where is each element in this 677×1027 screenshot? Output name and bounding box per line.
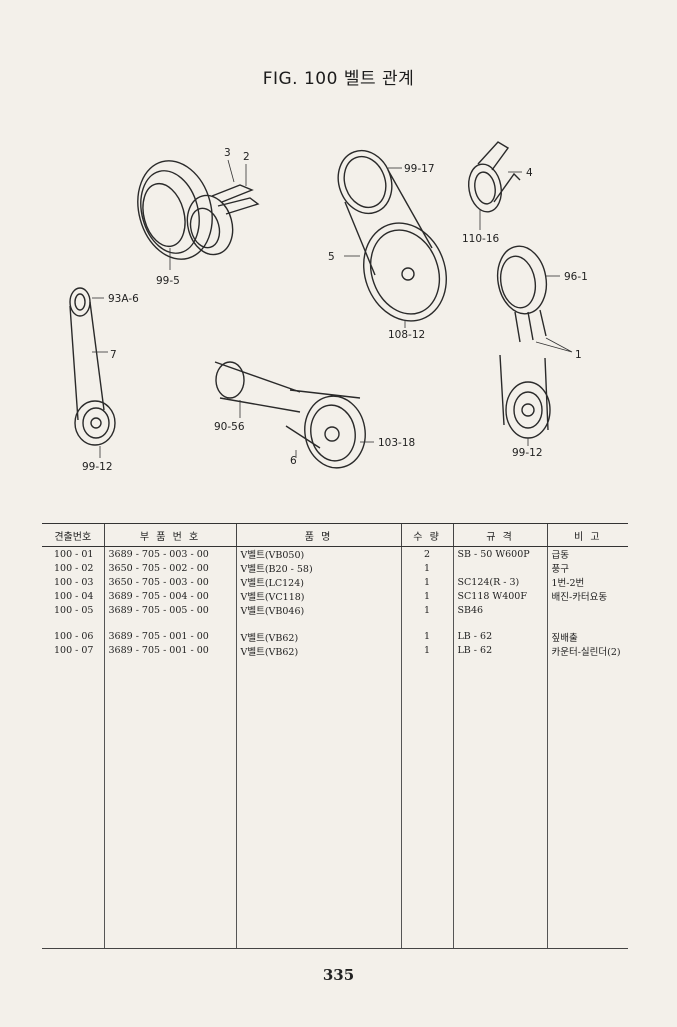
callout-label: 99-12: [82, 461, 113, 473]
cell-quantity: 2: [400, 546, 453, 561]
cell-remarks: 1번-2번: [546, 575, 628, 589]
callout-label: 99-5: [156, 275, 180, 287]
cell-name: V벨트(VB050): [235, 546, 401, 561]
cell-spec: LB - 62: [452, 629, 547, 644]
callout-label: 93A-6: [108, 293, 139, 305]
cell-remarks: 배진-카터요동: [546, 589, 628, 603]
table-spacer-row: [42, 617, 628, 630]
column-header-quantity: 수 량: [400, 523, 453, 547]
cell-spec: SC118 W400F: [452, 589, 547, 603]
parts-table: 견출번호 부 품 번 호 품 명 수 량 규 격 비 고 100 - 01 36…: [42, 523, 628, 949]
pulley-99-5-drawing: [137, 160, 260, 260]
cell-quantity: 1: [400, 603, 453, 617]
cell-name: V벨트(LC124): [235, 575, 401, 589]
cell-ref: 100 - 05: [54, 604, 94, 616]
table-header-row: 견출번호 부 품 번 호 품 명 수 량 규 격 비 고: [42, 523, 628, 547]
table-row: 100 - 03 3650 - 705 - 003 - 00 V벨트(LC124…: [42, 575, 628, 589]
column-header-part-number: 부 품 번 호: [103, 523, 236, 547]
table-row: 100 - 05 3689 - 705 - 005 - 00 V벨트(VB046…: [42, 603, 628, 617]
cell-remarks: 풍구: [546, 561, 628, 575]
cell-ref: 100 - 07: [54, 645, 94, 657]
cell-spec: SB - 50 W600P: [452, 546, 547, 561]
cell-part-number: 3689 - 705 - 005 - 00: [103, 603, 236, 617]
callout-label: 99-17: [404, 163, 435, 175]
cell-name: V벨트(VB62): [235, 643, 401, 658]
cell-quantity: 1: [400, 589, 453, 603]
cell-name: V벨트(B20 - 58): [235, 561, 401, 575]
callout-label: 2: [243, 151, 250, 163]
callout-label: 4: [526, 167, 533, 179]
pulley-110-16-drawing: [468, 141, 521, 213]
callout-label: 90-56: [214, 421, 245, 433]
callout-label: 99-12: [512, 447, 543, 459]
cell-remarks: 카운터-실린더(2): [546, 643, 628, 658]
cell-spec: SB46: [452, 603, 547, 617]
cell-spec: LB - 62: [452, 643, 547, 658]
cell-ref: 100 - 04: [54, 590, 94, 602]
table-empty-area: [42, 657, 628, 949]
cell-spec: SC124(R - 3): [452, 575, 547, 589]
cell-part-number: 3689 - 705 - 004 - 00: [103, 589, 236, 603]
cell-spec: [452, 561, 547, 575]
cell-ref: 100 - 06: [54, 631, 94, 643]
cell-part-number: 3689 - 705 - 003 - 00: [103, 546, 236, 561]
table-row: 100 - 02 3650 - 705 - 002 - 00 V벨트(B20 -…: [42, 561, 628, 575]
pulley-108-12-drawing: [337, 149, 447, 322]
column-header-remarks: 비 고: [546, 523, 628, 547]
cell-name: V벨트(VC118): [235, 589, 401, 603]
belt-assembly-illustration: 3 2 99-5 99-17 4 110-16 5 108-12 96-1 93…: [69, 141, 588, 473]
pulley-96-1-drawing: [496, 245, 548, 343]
column-header-spec: 규 격: [452, 523, 547, 547]
cell-name: V벨트(VB046): [235, 603, 401, 617]
callout-label: 7: [110, 349, 117, 361]
callout-label: 96-1: [564, 271, 588, 283]
callout-label: 108-12: [388, 329, 425, 341]
pulley-103-18-drawing: [214, 361, 366, 469]
cell-ref: 100 - 03: [54, 576, 94, 588]
column-header-ref: 견출번호: [42, 523, 104, 547]
cell-ref: 100 - 02: [54, 562, 94, 574]
callout-label: 1: [575, 349, 582, 361]
cell-part-number: 3650 - 705 - 003 - 00: [103, 575, 236, 589]
cell-quantity: 1: [400, 643, 453, 658]
callout-label: 110-16: [462, 233, 500, 245]
cell-part-number: 3689 - 705 - 001 - 00: [103, 629, 236, 644]
cell-quantity: 1: [400, 561, 453, 575]
table-row: 100 - 01 3689 - 705 - 003 - 00 V벨트(VB050…: [42, 546, 628, 561]
cell-quantity: 1: [400, 575, 453, 589]
pulley-99-12-right-drawing: [499, 354, 551, 439]
callout-label: 103-18: [378, 437, 415, 449]
page-number: 335: [322, 966, 355, 984]
cell-remarks: [546, 603, 628, 617]
figure-title: FIG. 100 벨트 관계: [262, 69, 415, 89]
callout-label: 3: [224, 147, 231, 159]
table-row: 100 - 07 3689 - 705 - 001 - 00 V벨트(VB62)…: [42, 643, 628, 658]
cell-ref: 100 - 01: [54, 548, 94, 560]
callout-label: 5: [328, 251, 335, 263]
table-row: 100 - 06 3689 - 705 - 001 - 00 V벨트(VB62)…: [42, 629, 628, 644]
pulley-93a-6-drawing: [69, 287, 116, 446]
cell-quantity: 1: [400, 629, 453, 644]
cell-remarks: 짚배출: [546, 629, 628, 644]
column-header-name: 품 명: [235, 523, 401, 547]
callout-label: 6: [290, 455, 297, 467]
cell-name: V벨트(VB62): [235, 629, 401, 644]
table-row: 100 - 04 3689 - 705 - 004 - 00 V벨트(VC118…: [42, 589, 628, 603]
cell-part-number: 3689 - 705 - 001 - 00: [103, 643, 236, 658]
cell-part-number: 3650 - 705 - 002 - 00: [103, 561, 236, 575]
cell-remarks: 급동: [546, 546, 628, 561]
